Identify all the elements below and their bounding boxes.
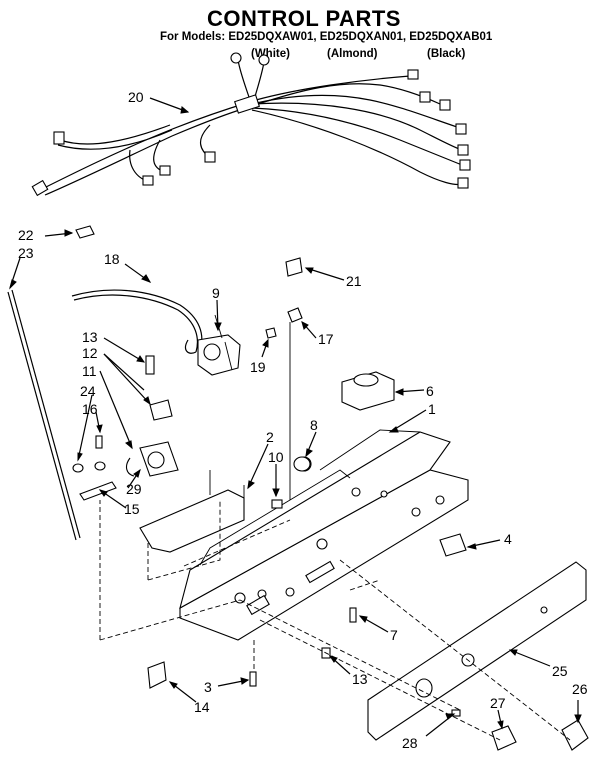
small-parts-8-10 <box>271 456 311 509</box>
callout-13a: 13 <box>82 329 98 345</box>
callout-16: 16 <box>82 401 98 417</box>
callout-18: 18 <box>104 251 120 267</box>
models-line: For Models: ED25DQXAW01, ED25DQXAN01, ED… <box>160 31 493 43</box>
callout-20: 20 <box>128 89 144 105</box>
callout-6: 6 <box>426 383 434 399</box>
callout-26: 26 <box>572 681 588 697</box>
callout-27: 27 <box>490 695 506 711</box>
callout-25: 25 <box>552 663 568 679</box>
callout-1: 1 <box>428 401 436 417</box>
clip-part-14 <box>147 661 167 689</box>
callout-14: 14 <box>194 699 210 715</box>
bracket-cluster-parts-11-16 <box>72 355 179 501</box>
mounting-bracket-part-2 <box>139 470 245 553</box>
knob-part-4 <box>439 533 467 557</box>
wire-harness-part-20 <box>31 52 471 197</box>
switch-part-6 <box>341 371 395 411</box>
callout-23: 23 <box>18 245 34 261</box>
variant-black: (Black) <box>427 48 466 60</box>
callout-19: 19 <box>250 359 266 375</box>
knobs-parts-26-27-28 <box>451 709 589 751</box>
assembly-guide-lines <box>99 500 571 741</box>
callout-7: 7 <box>390 627 398 643</box>
callout-24: 24 <box>80 383 96 399</box>
callout-11: 11 <box>82 363 97 379</box>
capillary-tube-part-18 <box>71 289 203 354</box>
callout-8: 8 <box>310 417 318 433</box>
callout-21: 21 <box>346 273 362 289</box>
callout-22: 22 <box>18 227 34 243</box>
control-panel-part-25 <box>367 561 587 741</box>
callout-29: 29 <box>126 481 142 497</box>
thermostat-part-9 <box>197 314 241 376</box>
callout-labels: 20 22 23 18 9 21 17 19 13 12 11 24 16 6 … <box>18 89 588 751</box>
diagram-title: CONTROL PARTS <box>207 6 401 31</box>
callout-2: 2 <box>266 429 274 445</box>
callout-28: 28 <box>402 735 418 751</box>
callout-15: 15 <box>124 501 140 517</box>
control-housing-part-1 <box>179 429 469 641</box>
small-parts-17-19-21 <box>265 257 303 500</box>
callout-3: 3 <box>204 679 212 695</box>
rod-part-23 <box>7 225 95 541</box>
callout-13b: 13 <box>352 671 368 687</box>
callout-4: 4 <box>504 531 512 547</box>
callout-17: 17 <box>318 331 334 347</box>
callout-10: 10 <box>268 449 284 465</box>
callout-12: 12 <box>82 345 98 361</box>
leader-lines <box>9 97 582 737</box>
callout-9: 9 <box>212 285 220 301</box>
variant-almond: (Almond) <box>327 48 378 60</box>
